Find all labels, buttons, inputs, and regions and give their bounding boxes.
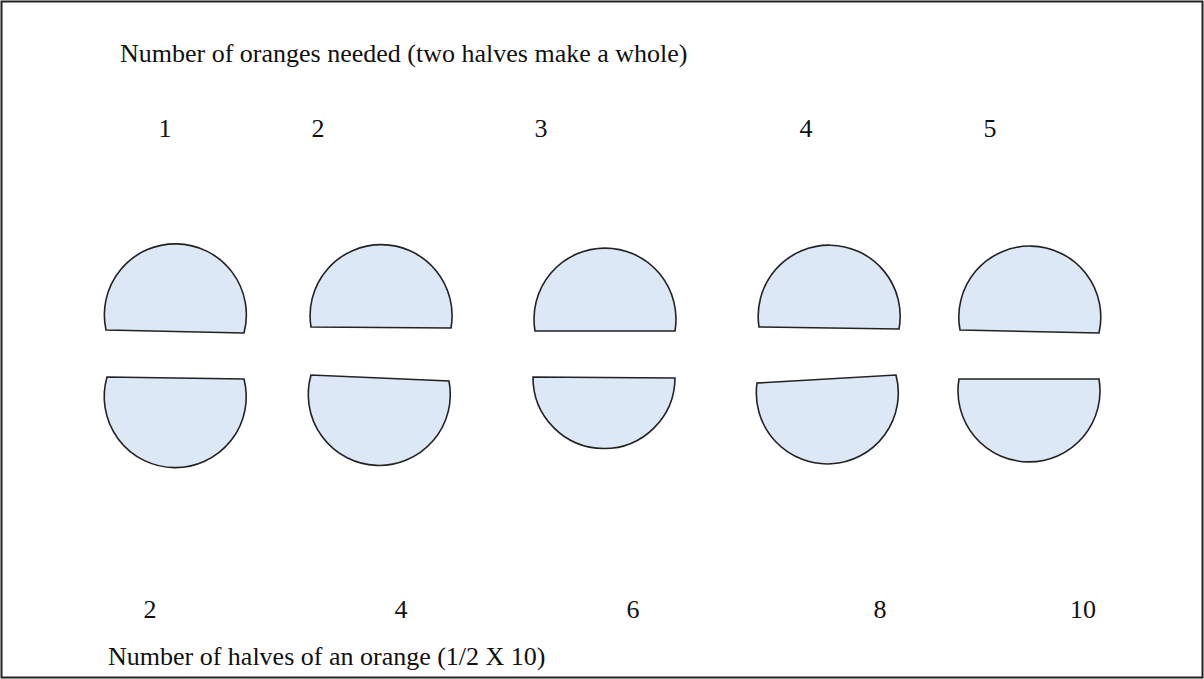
orange-half	[959, 246, 1101, 333]
orange-half	[104, 377, 246, 468]
count-number: 4	[395, 594, 408, 625]
orange-half	[756, 375, 898, 464]
count-number: 5	[984, 113, 997, 144]
count-number: 1	[159, 113, 172, 144]
count-number: 2	[144, 594, 157, 625]
orange-half	[534, 248, 676, 331]
orange-half	[310, 245, 452, 328]
count-number: 8	[874, 594, 887, 625]
orange-half	[308, 375, 450, 465]
diagram-caption: Number of halves of an orange (1/2 X 10)	[108, 641, 546, 672]
orange-half	[533, 377, 675, 449]
count-number: 4	[800, 113, 813, 144]
orange-half	[104, 244, 246, 333]
orange-half	[758, 245, 900, 329]
count-number: 10	[1070, 594, 1096, 625]
orange-half	[958, 379, 1100, 462]
count-number: 3	[535, 113, 548, 144]
count-number: 2	[312, 113, 325, 144]
count-number: 6	[627, 594, 640, 625]
diagram-title: Number of oranges needed (two halves mak…	[120, 38, 687, 69]
